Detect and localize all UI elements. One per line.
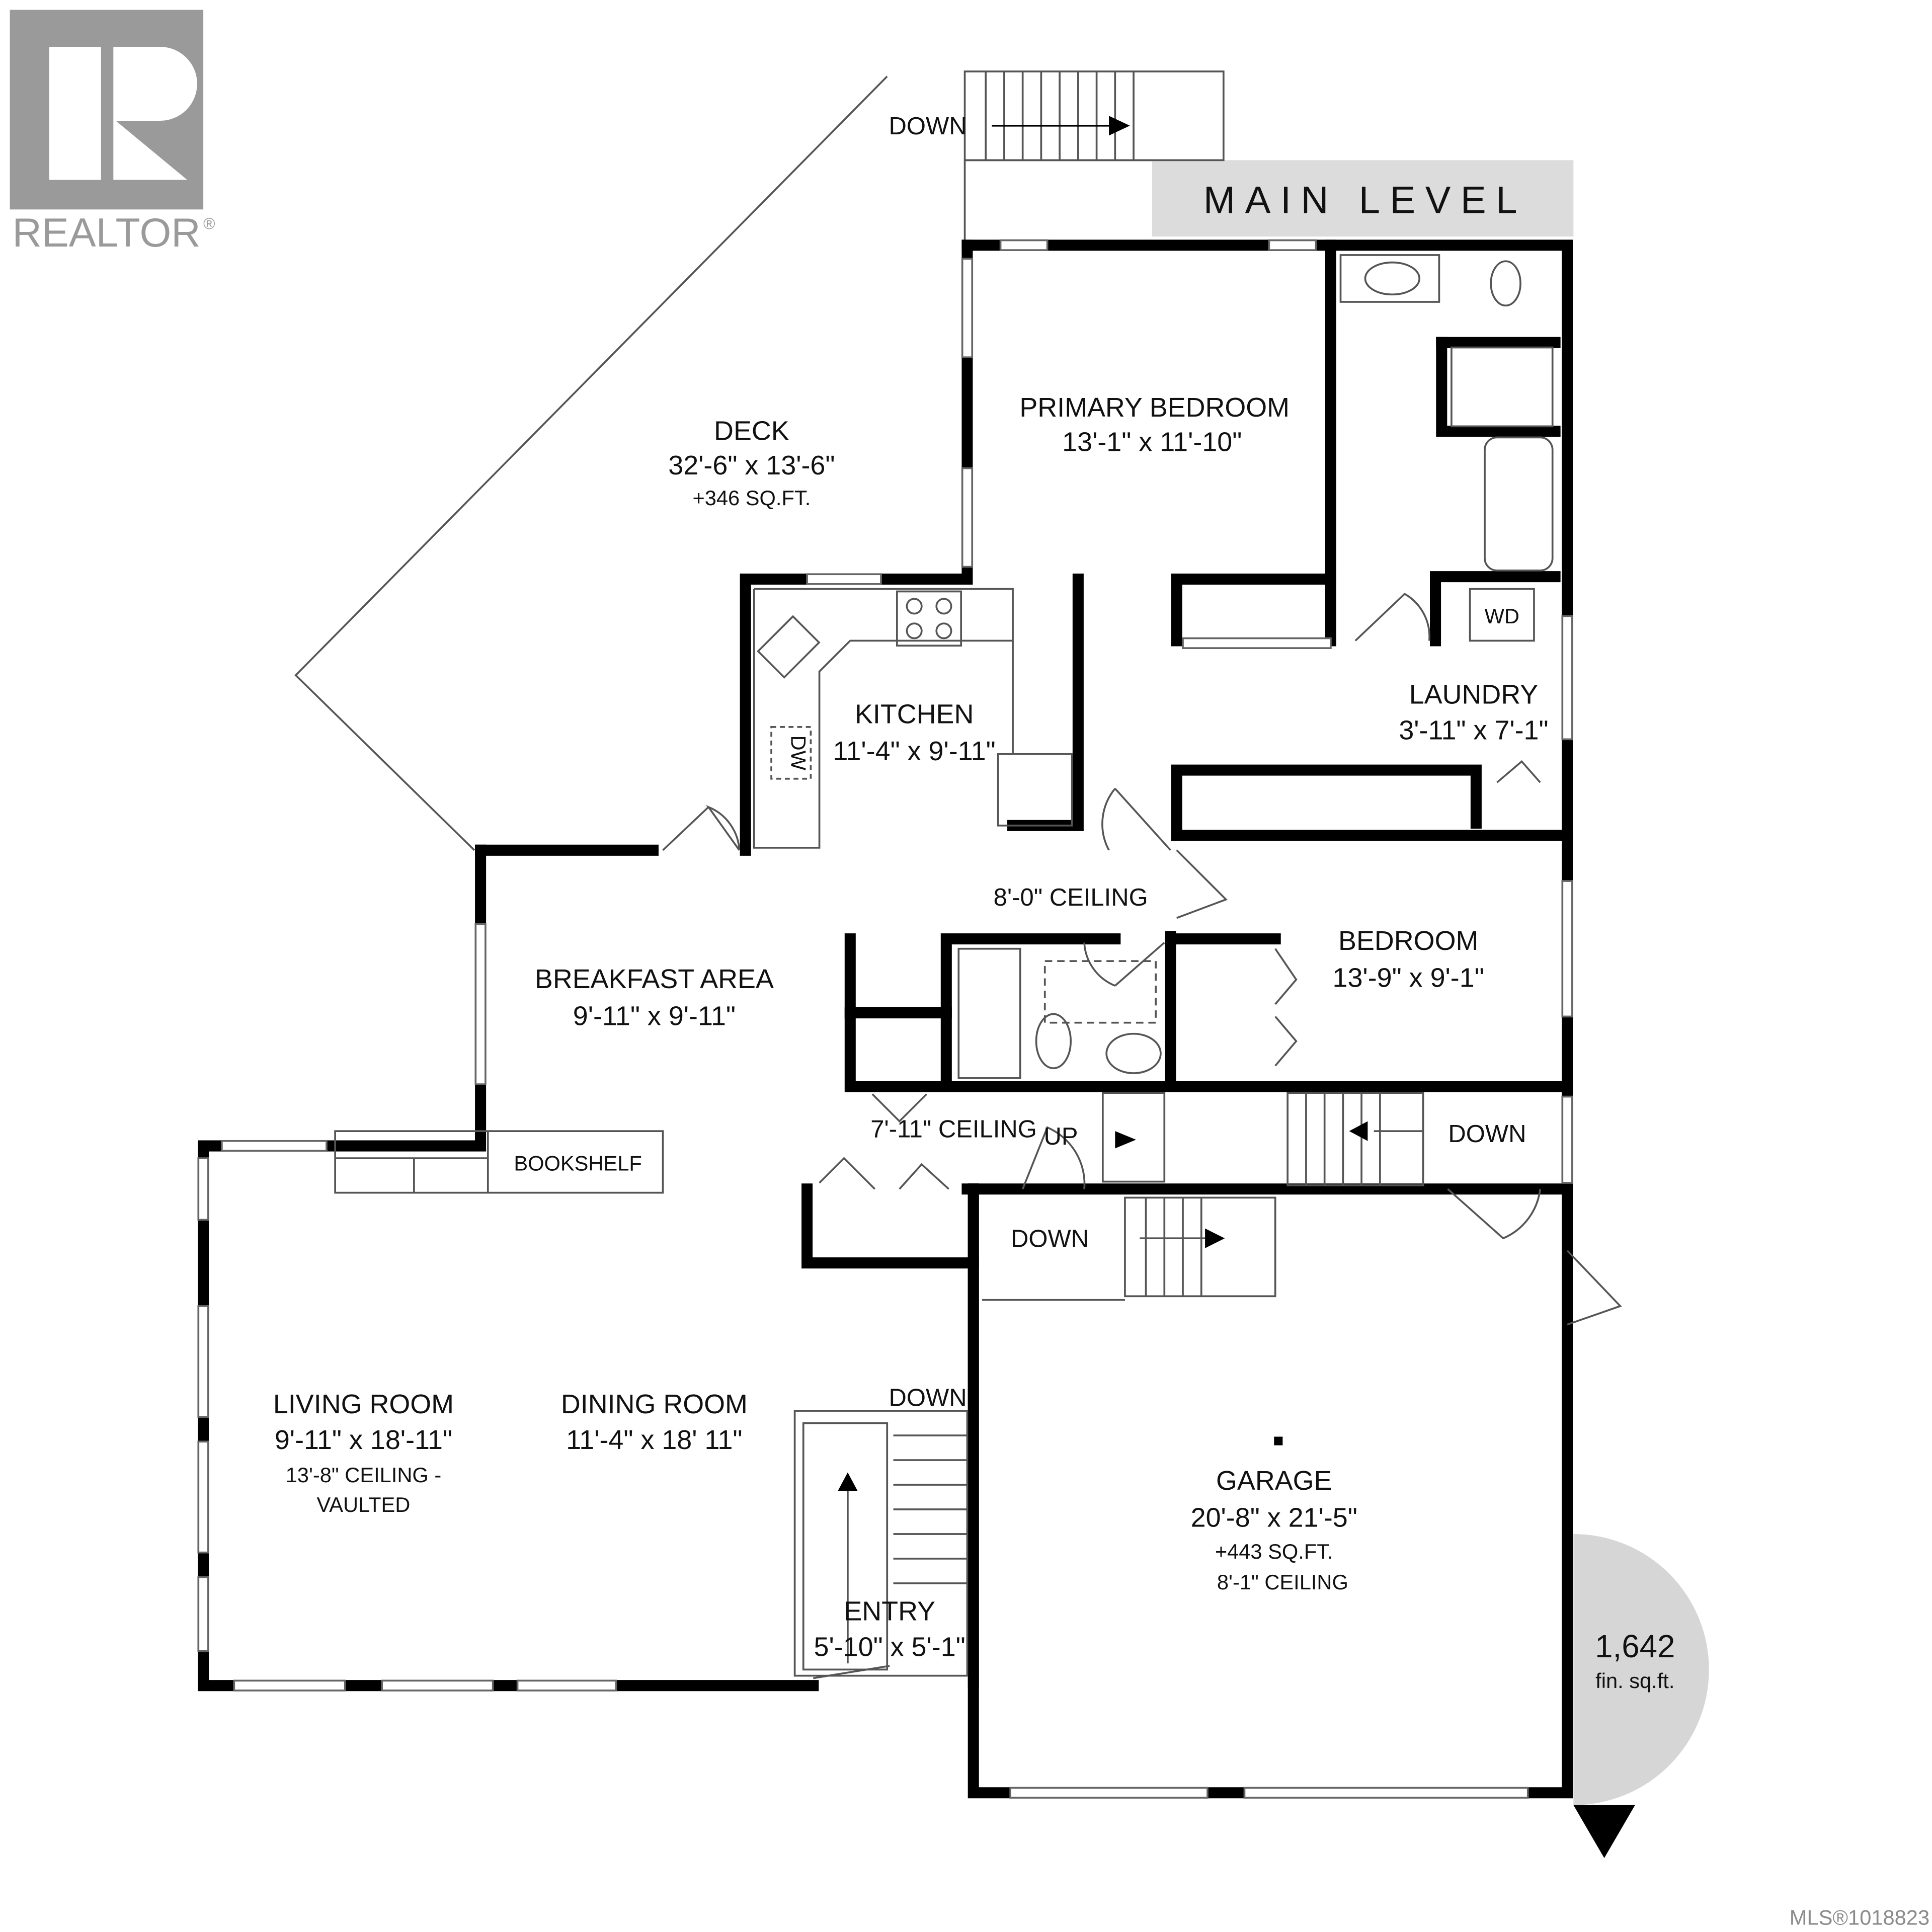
- room-entry: ENTRY 5'-10" x 5'-1": [814, 1596, 965, 1662]
- svg-text:11'-4" x 18' 11": 11'-4" x 18' 11": [566, 1425, 742, 1455]
- fridge-icon: [997, 753, 1073, 827]
- svg-text:9'-11" x 18'-11": 9'-11" x 18'-11": [275, 1425, 452, 1455]
- svg-text:WD: WD: [1485, 604, 1519, 628]
- shower-icon: [1451, 346, 1554, 428]
- stairs-up-label: UP: [1044, 1123, 1078, 1150]
- svg-text:LIVING ROOM: LIVING ROOM: [273, 1389, 454, 1419]
- arrow-up-icon: [838, 1472, 858, 1491]
- room-primary-bedroom: PRIMARY BEDROOM 13'-1" x 11'-10": [1019, 392, 1290, 457]
- arrow-right-icon: [1109, 116, 1130, 136]
- compass-arrow-icon: [1573, 1805, 1635, 1859]
- svg-text:20'-8" x 21'-5": 20'-8" x 21'-5": [1191, 1502, 1357, 1533]
- svg-text:32'-6" x 13'-6": 32'-6" x 13'-6": [668, 450, 835, 480]
- sink-icon: [757, 615, 821, 679]
- room-garage: GARAGE 20'-8" x 21'-5" +443 SQ.FT. 8'-1"…: [1191, 1466, 1357, 1594]
- deck-outline: [294, 75, 888, 851]
- realtor-logo: REALTOR ®: [10, 10, 215, 256]
- stairs-down-label-garage: DOWN: [1011, 1225, 1089, 1252]
- svg-text:13'-8" CEILING -: 13'-8" CEILING -: [286, 1463, 442, 1487]
- arrow-left-icon: [1349, 1121, 1368, 1141]
- room-bedroom: BEDROOM 13'-9" x 9'-1": [1333, 926, 1484, 993]
- svg-text:PRIMARY BEDROOM: PRIMARY BEDROOM: [1019, 392, 1290, 423]
- stairs-down-label-top: DOWN: [889, 113, 967, 140]
- garage-stairs: [982, 1196, 1276, 1301]
- shower-icon: [957, 947, 1021, 1079]
- toilet-icon: [1490, 260, 1521, 307]
- bookshelf: [334, 1130, 664, 1194]
- svg-text:GARAGE: GARAGE: [1216, 1466, 1332, 1496]
- svg-text:DW: DW: [786, 736, 810, 771]
- room-laundry: LAUNDRY 3'-11" x 7'-1": [1399, 679, 1548, 745]
- sink-icon: [1364, 261, 1421, 296]
- level-banner: [1152, 160, 1574, 237]
- mls-number: MLS®1018823: [1790, 1905, 1929, 1929]
- stove-icon: [896, 590, 962, 647]
- svg-text:13'-1" x 11'-10": 13'-1" x 11'-10": [1062, 427, 1242, 457]
- svg-text:DINING ROOM: DINING ROOM: [561, 1389, 748, 1419]
- svg-text:8'-1" CEILING: 8'-1" CEILING: [1217, 1570, 1348, 1594]
- svg-text:9'-11" x 9'-11": 9'-11" x 9'-11": [573, 1001, 736, 1031]
- hall-bath-fixtures: [957, 947, 1162, 1079]
- svg-text:11'-4" x 9'-11": 11'-4" x 9'-11": [833, 736, 996, 766]
- windows: [197, 239, 1573, 1799]
- svg-text:KITCHEN: KITCHEN: [855, 699, 974, 730]
- svg-text:+346 SQ.FT.: +346 SQ.FT.: [692, 486, 811, 510]
- area-badge: 1,642 fin. sq.ft.: [1573, 1534, 1709, 1859]
- hall-stairs: [1102, 1092, 1424, 1186]
- svg-text:LAUNDRY: LAUNDRY: [1409, 679, 1538, 709]
- ceiling-label-8ft: 8'-0" CEILING: [994, 884, 1148, 911]
- dishwasher-icon: [770, 726, 812, 780]
- svg-text:13'-9" x 9'-1": 13'-9" x 9'-1": [1333, 963, 1484, 993]
- sink-icon: [1105, 1032, 1162, 1074]
- room-living: LIVING ROOM 9'-11" x 18'-11" 13'-8" CEIL…: [273, 1389, 454, 1516]
- stairs-down-label-entry: DOWN: [889, 1384, 967, 1411]
- svg-text:BEDROOM: BEDROOM: [1338, 926, 1478, 956]
- svg-text:5'-10" x 5'-1": 5'-10" x 5'-1": [814, 1632, 965, 1662]
- room-breakfast-area: BREAKFAST AREA 9'-11" x 9'-11": [535, 964, 774, 1031]
- room-deck: DECK 32'-6" x 13'-6" +346 SQ.FT.: [668, 416, 835, 510]
- washer-dryer-icon: [1469, 588, 1535, 642]
- room-kitchen: KITCHEN 11'-4" x 9'-11": [833, 699, 996, 766]
- room-dining: DINING ROOM 11'-4" x 18' 11": [561, 1389, 748, 1455]
- svg-text:DECK: DECK: [714, 416, 789, 446]
- svg-text:+443 SQ.FT.: +443 SQ.FT.: [1215, 1540, 1333, 1563]
- top-stairs: [963, 70, 1225, 240]
- bookshelf-label: BOOKSHELF: [514, 1152, 641, 1175]
- stairs-down-label-hall: DOWN: [1448, 1120, 1526, 1148]
- walls: [198, 239, 1573, 1799]
- area-value: 1,642: [1595, 1629, 1675, 1664]
- entry-stairs: [793, 1410, 969, 1677]
- garage-marker: [1274, 1436, 1283, 1445]
- area-unit: fin. sq.ft.: [1595, 1669, 1674, 1693]
- kitchen-counters: DW: [753, 588, 1073, 849]
- svg-text:ENTRY: ENTRY: [844, 1596, 935, 1626]
- svg-text:®: ®: [203, 215, 215, 233]
- realtor-logo-text: REALTOR: [12, 210, 200, 256]
- ceiling-label-7ft: 7'-11" CEILING: [870, 1115, 1037, 1143]
- primary-bath-fixtures: WD: [1339, 254, 1554, 642]
- svg-text:BREAKFAST AREA: BREAKFAST AREA: [535, 964, 774, 994]
- level-title: MAIN LEVEL: [1203, 179, 1527, 222]
- doors: [662, 593, 1622, 1679]
- bathtub-icon: [1484, 436, 1554, 572]
- toilet-icon: [1035, 1013, 1072, 1070]
- svg-text:VAULTED: VAULTED: [317, 1493, 411, 1516]
- svg-text:3'-11" x 7'-1": 3'-11" x 7'-1": [1399, 715, 1548, 745]
